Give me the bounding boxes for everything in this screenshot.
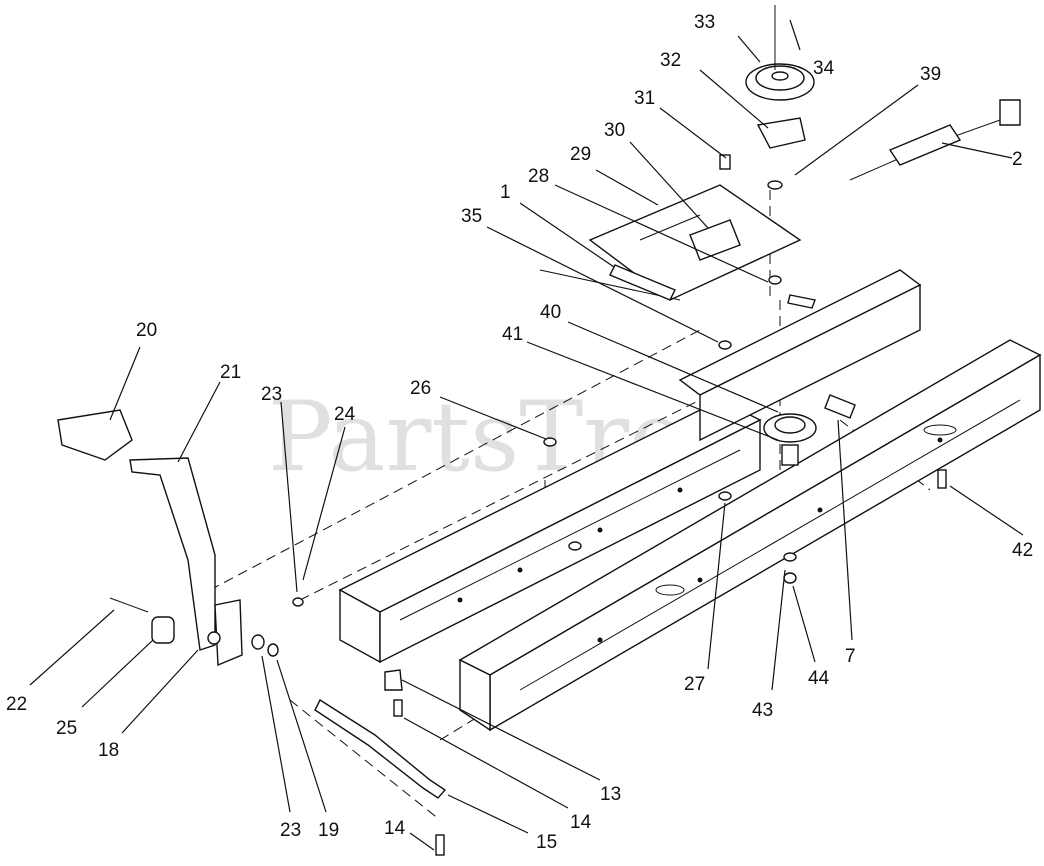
- callout-22: 22: [6, 694, 27, 715]
- pedal-pad: [57, 409, 133, 461]
- nut-26: [543, 437, 557, 447]
- callout-19: 19: [318, 820, 339, 841]
- leader-lines: [29, 19, 1024, 851]
- callout-40: 40: [540, 302, 561, 323]
- nut-19: [267, 643, 279, 657]
- bushing-25: [151, 616, 175, 644]
- callout-2: 2: [1012, 149, 1023, 170]
- nut-44: [783, 572, 797, 584]
- callout-1: 1: [500, 182, 511, 203]
- washer-23-top: [292, 597, 304, 607]
- nut-27: [718, 491, 732, 501]
- callout-33: 33: [694, 12, 715, 33]
- callout-18: 18: [98, 740, 119, 761]
- bolt-stud: [787, 294, 816, 309]
- nut-frame: [568, 541, 582, 551]
- callout-14-right: 14: [570, 812, 592, 833]
- callout-labels: 33 34 32 39 31 30 2 29 28 1 35 40 41 20 …: [6, 12, 1033, 853]
- callout-43: 43: [752, 700, 773, 721]
- callout-29: 29: [570, 144, 591, 165]
- callout-20: 20: [136, 320, 157, 341]
- idler-pulley-top: [745, 5, 815, 101]
- washer-23: [251, 634, 265, 650]
- spacer: [824, 394, 856, 419]
- callout-13: 13: [600, 784, 621, 805]
- bolt-31: [719, 154, 731, 170]
- washer-35: [718, 340, 732, 350]
- callout-15: 15: [536, 832, 557, 853]
- bracket-plate: [588, 184, 802, 301]
- callout-41: 41: [502, 324, 523, 345]
- callout-7: 7: [845, 646, 856, 667]
- cross-member: [678, 269, 922, 442]
- brake-pedal-assembly: [57, 409, 304, 667]
- callout-21: 21: [220, 362, 241, 383]
- callout-31: 31: [634, 88, 655, 109]
- nut-28: [768, 275, 782, 285]
- callout-23-top: 23: [261, 384, 282, 405]
- bolt-42: [937, 469, 947, 489]
- callout-14-bottom: 14: [384, 818, 406, 839]
- callout-39: 39: [920, 64, 941, 85]
- callout-26: 26: [410, 378, 431, 399]
- callout-44: 44: [808, 668, 830, 689]
- callout-35: 35: [461, 206, 482, 227]
- tension-spring: [849, 99, 1021, 181]
- callout-23-bottom: 23: [280, 820, 301, 841]
- callout-27: 27: [684, 674, 705, 695]
- callout-34: 34: [813, 58, 835, 79]
- washer-39: [767, 180, 783, 190]
- washer-43: [783, 552, 797, 562]
- frame-rail-right: [458, 339, 1042, 732]
- callout-32: 32: [660, 50, 681, 71]
- pedal-arm: [129, 457, 216, 651]
- brake-rod: [314, 669, 447, 856]
- callout-42: 42: [1012, 540, 1033, 561]
- idler-pulley-lower: [763, 413, 817, 466]
- pulley-bracket: [756, 117, 806, 149]
- callout-24: 24: [334, 404, 356, 425]
- pedal-bracket: [214, 599, 243, 667]
- callout-25: 25: [56, 718, 77, 739]
- frame-rail-left: [338, 399, 762, 664]
- callout-28: 28: [528, 166, 549, 187]
- spring-rod: [539, 264, 681, 301]
- callout-30: 30: [604, 120, 625, 141]
